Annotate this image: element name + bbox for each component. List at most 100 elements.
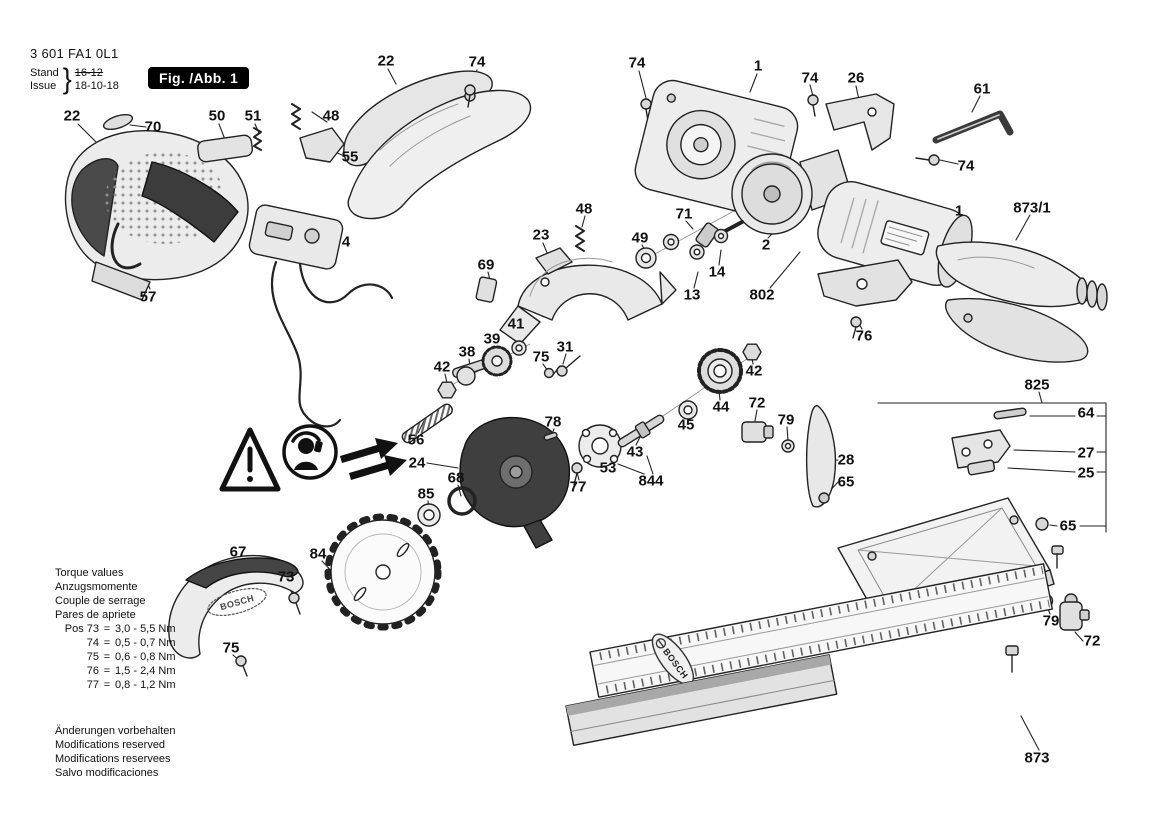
part-label-45: 45 (677, 416, 695, 434)
part-label-73: 73 (277, 568, 295, 586)
pinion-drawing (695, 222, 719, 248)
spring-51-drawing (253, 127, 262, 151)
part-label-48: 48 (575, 200, 593, 218)
washer-79-left-drawing (781, 439, 795, 453)
bearing-washer-drawing (635, 228, 729, 269)
handle-873-1-drawing (935, 241, 1108, 363)
threaded-rod-drawing (401, 403, 453, 444)
part-label-31: 31 (556, 338, 574, 356)
part-label-70: 70 (144, 118, 162, 136)
part-label-873-1: 873/1 (1013, 199, 1051, 217)
ear-protection-icon (282, 424, 338, 480)
part-label-42: 42 (745, 362, 763, 380)
pin-78-drawing (543, 431, 558, 441)
clamp-knob-left-drawing (741, 421, 774, 443)
motor-housing-left-drawing (64, 129, 249, 301)
part-label-61: 61 (973, 80, 991, 98)
part-label-27: 27 (1077, 444, 1095, 462)
handle-half-drawing (343, 70, 532, 220)
guide-rail-drawing: BOSCH (565, 563, 1053, 746)
upper-guard-drawing (499, 247, 677, 345)
torque-title: Couple de serrage (55, 595, 146, 607)
part-label-74: 74 (957, 157, 975, 175)
part-label-74: 74 (468, 53, 486, 71)
part-label-75: 75 (532, 348, 550, 366)
part-label-28: 28 (837, 451, 855, 469)
torque-row: 74=0,5 - 0,7 Nm (86, 637, 176, 649)
model-number: 3 601 FA1 0L1 (30, 46, 119, 61)
motor-housing-right-drawing (817, 181, 973, 307)
title-block: 3 601 FA1 0L1 Stand Issue } 16-12 18-10-… (30, 46, 119, 95)
part-label-24: 24 (408, 454, 426, 472)
footer-note: Änderungen vorbehalten (55, 725, 176, 737)
lever-drawing (805, 405, 837, 508)
part-label-64: 64 (1077, 404, 1095, 422)
part-label-49: 49 (631, 229, 649, 247)
warning-triangle-icon (219, 427, 281, 492)
part-label-65: 65 (837, 473, 855, 491)
part-label-50: 50 (208, 107, 226, 125)
part-label-39: 39 (483, 330, 501, 348)
part-label-48: 48 (322, 107, 340, 125)
part-label-77: 77 (569, 478, 587, 496)
issue-label: Issue (30, 79, 57, 92)
part-label-65: 65 (1059, 517, 1077, 535)
switch-module-drawing (248, 204, 394, 428)
allen-key-drawing (932, 110, 1014, 144)
torque-row: 76=1,5 - 2,4 Nm (86, 665, 176, 677)
footer-note: Salvo modificaciones (55, 767, 159, 779)
o-ring-68-drawing (447, 486, 477, 516)
direction-arrows-icon (340, 438, 407, 480)
pin-65-right-drawing (1035, 517, 1049, 531)
stand-value: 16-12 (74, 66, 103, 79)
bracket-26-drawing (825, 93, 895, 151)
torque-row: 75=0,6 - 0,8 Nm (86, 651, 176, 663)
gear-train-drawing (437, 340, 527, 399)
nut-42-right-drawing (742, 343, 762, 361)
part-label-844: 844 (638, 472, 664, 490)
footer-note: Modifications reservees (55, 753, 171, 765)
part-label-79: 79 (777, 411, 795, 429)
torque-title: Anzugsmomente (55, 581, 138, 593)
part-label-1: 1 (954, 202, 964, 220)
part-label-57: 57 (139, 288, 157, 306)
washer-85-drawing (417, 503, 441, 527)
part-label-56: 56 (407, 431, 425, 449)
spring-48-left-drawing (291, 103, 301, 130)
part-label-43: 43 (626, 443, 644, 461)
part-label-72: 72 (1083, 632, 1101, 650)
part-label-69: 69 (477, 256, 495, 274)
part-label-4: 4 (341, 233, 351, 251)
part-label-825: 825 (1024, 376, 1050, 394)
footer-note: Modifications reserved (55, 739, 166, 751)
part-label-71: 71 (675, 205, 693, 223)
saw-blade-drawing (324, 513, 442, 631)
spring-48-right-drawing (575, 225, 585, 252)
depth-bracket-drawing (951, 407, 1027, 476)
inner-guard-drawing (459, 416, 570, 549)
part-label-85: 85 (417, 485, 435, 503)
torque-title: Torque values (55, 567, 124, 579)
part-label-14: 14 (708, 263, 726, 281)
screw-drawings (235, 84, 1064, 677)
stand-label: Stand (30, 66, 59, 79)
washer-45-drawing (678, 400, 698, 420)
pin-64-drawing (993, 407, 1027, 420)
small-parts-top-left-drawing (102, 103, 345, 163)
part-label-72: 72 (748, 394, 766, 412)
part-label-79: 79 (1042, 612, 1060, 630)
part-label-76: 76 (855, 327, 873, 345)
lower-guard-drawing: BOSCH (168, 554, 304, 659)
part-label-42: 42 (433, 358, 451, 376)
part-label-25: 25 (1077, 464, 1095, 482)
pin-65-left-drawing (818, 492, 830, 504)
part-label-23: 23 (532, 226, 550, 244)
part-label-68: 68 (447, 469, 465, 487)
part-label-51: 51 (244, 107, 262, 125)
clamp-knob-right-drawing (1059, 593, 1090, 631)
